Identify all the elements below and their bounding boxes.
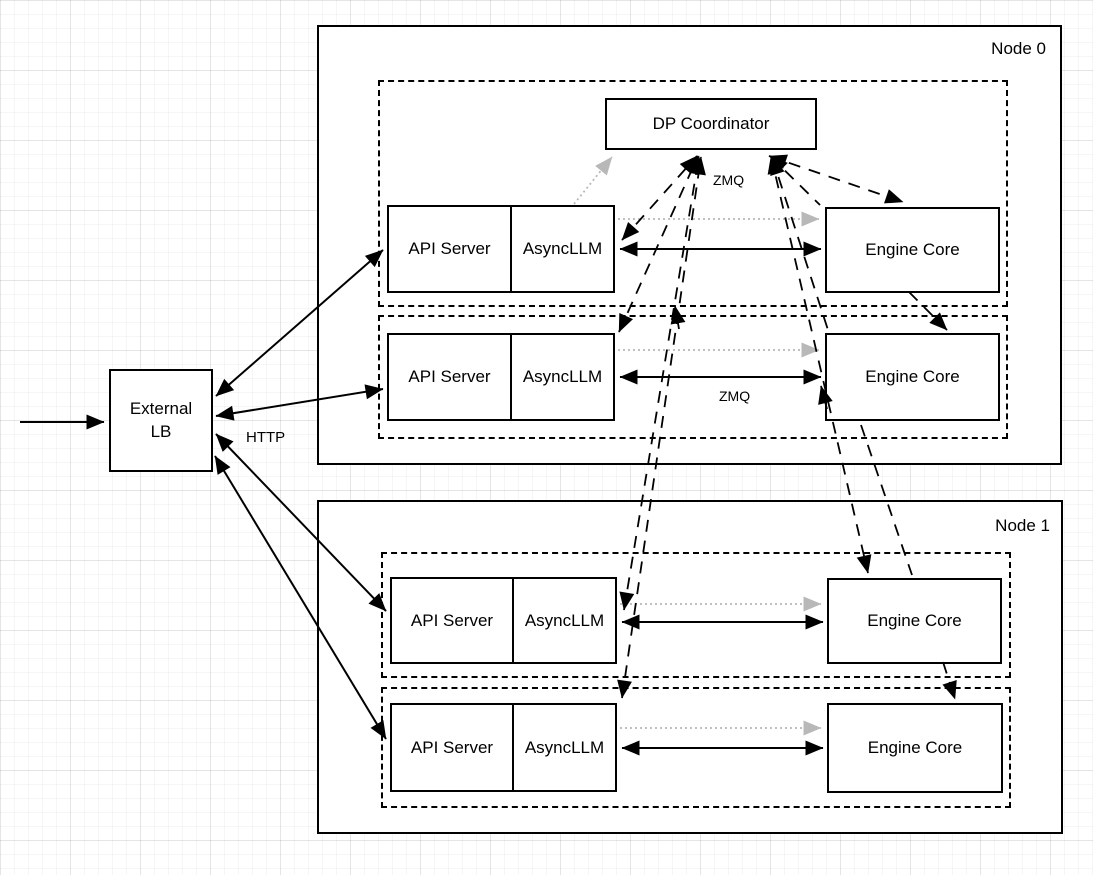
asyncllm-label: AsyncLLM: [524, 737, 605, 757]
asyncllm-label: AsyncLLM: [524, 610, 605, 630]
asyncllm-cell: AsyncLLM: [510, 335, 613, 419]
node1-rank1-frontend-box: API Server AsyncLLM: [390, 703, 617, 792]
asyncllm-label: AsyncLLM: [522, 367, 603, 386]
dp-coordinator-label: DP Coordinator: [652, 114, 770, 133]
engine-core-label: Engine Core: [867, 738, 963, 757]
http-label: HTTP: [246, 429, 286, 446]
api-server-label: API Server: [410, 610, 494, 630]
node1-rank0-frontend-box: API Server AsyncLLM: [390, 577, 617, 664]
zmq-label-coordinator: ZMQ: [713, 172, 745, 188]
node0-title: Node 0: [991, 39, 1046, 58]
node1-rank0-engine-box: Engine Core: [827, 578, 1002, 664]
zmq-label-row2: ZMQ: [719, 388, 751, 404]
external-lb-label-line1: External: [129, 398, 193, 418]
asyncllm-cell: AsyncLLM: [512, 579, 615, 662]
node0-rank0-frontend-box: API Server AsyncLLM: [387, 205, 615, 293]
api-server-label: API Server: [408, 239, 491, 258]
asyncllm-label: AsyncLLM: [522, 239, 603, 258]
node0-rank1-frontend-box: API Server AsyncLLM: [387, 333, 615, 421]
engine-core-label: Engine Core: [865, 240, 960, 259]
asyncllm-cell: AsyncLLM: [512, 705, 615, 790]
external-lb-box: External LB: [109, 369, 213, 472]
engine-core-label: Engine Core: [865, 367, 960, 386]
node0-rank1-engine-box: Engine Core: [825, 333, 1000, 421]
api-server-cell: API Server: [389, 335, 510, 419]
node0-rank0-engine-box: Engine Core: [825, 207, 1000, 293]
node1-rank1-engine-box: Engine Core: [827, 703, 1003, 793]
api-server-cell: API Server: [392, 705, 512, 790]
api-server-cell: API Server: [392, 579, 512, 662]
api-server-label: API Server: [408, 367, 491, 386]
asyncllm-cell: AsyncLLM: [510, 207, 613, 291]
node1-title: Node 1: [995, 516, 1050, 535]
external-lb-label-line2: LB: [150, 421, 172, 441]
api-server-cell: API Server: [389, 207, 510, 291]
engine-core-label: Engine Core: [867, 611, 962, 630]
api-server-label: API Server: [410, 737, 494, 757]
dp-coordinator-box: DP Coordinator: [605, 98, 817, 150]
